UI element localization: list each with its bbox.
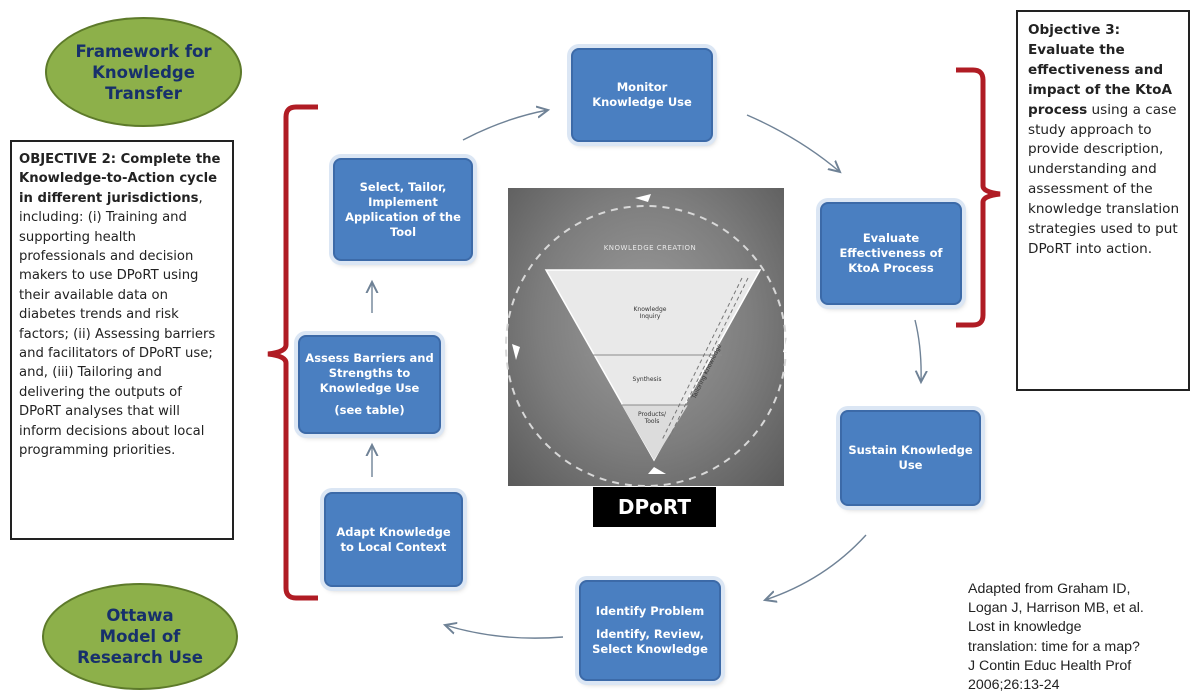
step-assess-line2: (see table)	[334, 403, 405, 417]
objective-3-box: Objective 3: Evaluate the effectiveness …	[1016, 10, 1190, 391]
ottawa-model-ellipse: Ottawa Model of Research Use	[42, 583, 238, 690]
step-monitor-label: Monitor Knowledge Use	[592, 80, 692, 109]
knowledge-inquiry-label: Knowledge Inquiry	[633, 306, 667, 320]
arrow-identify-to-adapt	[445, 625, 564, 639]
objective-2-box: OBJECTIVE 2: Complete the Knowledge-to-A…	[10, 140, 234, 540]
objective-2-heading: OBJECTIVE 2: Complete the Knowledge-to-A…	[19, 152, 221, 206]
knowledge-creation-label: KNOWLEDGE CREATION	[603, 244, 697, 252]
step-identify-line2: Identify, Review, Select Knowledge	[592, 627, 708, 656]
step-sustain-knowledge-use: Sustain Knowledge Use	[840, 410, 981, 506]
objective-2-body: , including: (i) Training and supporting…	[19, 190, 216, 459]
step-identify-problem: Identify Problem Identify, Review, Selec…	[579, 580, 721, 681]
objective-3-heading: Objective 3: Evaluate the effectiveness …	[1028, 22, 1173, 118]
citation-text: Adapted from Graham ID, Logan J, Harriso…	[968, 581, 1144, 694]
left-bracket	[267, 104, 318, 601]
arrow-evaluate-to-sustain	[914, 319, 921, 382]
step-select-tailor-implement: Select, Tailor, Implement Application of…	[333, 158, 473, 261]
step-assess-line1: Assess Barriers and Strengths to Knowled…	[305, 351, 434, 395]
step-evaluate-effectiveness: Evaluate Effectiveness of KtoA Process	[820, 202, 962, 305]
framework-label: Framework for Knowledge Transfer	[75, 41, 212, 103]
arrow-sustain-to-identify	[765, 534, 867, 600]
arrow-monitor-to-evaluate	[746, 114, 840, 172]
objective-3-body: using a case study approach to provide d…	[1028, 101, 1180, 257]
synthesis-label: Synthesis	[632, 376, 662, 383]
step-identify-line1: Identify Problem	[595, 604, 705, 618]
step-select-label: Select, Tailor, Implement Application of…	[345, 179, 461, 239]
right-bracket	[956, 67, 1001, 328]
ottawa-label: Ottawa Model of Research Use	[77, 606, 203, 667]
step-adapt-knowledge: Adapt Knowledge to Local Context	[324, 492, 463, 587]
step-sustain-label: Sustain Knowledge Use	[848, 443, 973, 472]
arrow-select-to-monitor	[462, 110, 548, 141]
step-evaluate-label: Evaluate Effectiveness of KtoA Process	[839, 231, 943, 275]
step-monitor-knowledge-use: Monitor Knowledge Use	[571, 48, 713, 142]
step-adapt-label: Adapt Knowledge to Local Context	[336, 524, 451, 554]
step-assess-barriers: Assess Barriers and Strengths to Knowled…	[298, 335, 441, 434]
framework-for-knowledge-transfer-ellipse: Framework for Knowledge Transfer	[45, 17, 242, 127]
products-tools-label: Products/ Tools	[638, 411, 666, 425]
dport-label: DPoRT	[593, 487, 716, 527]
